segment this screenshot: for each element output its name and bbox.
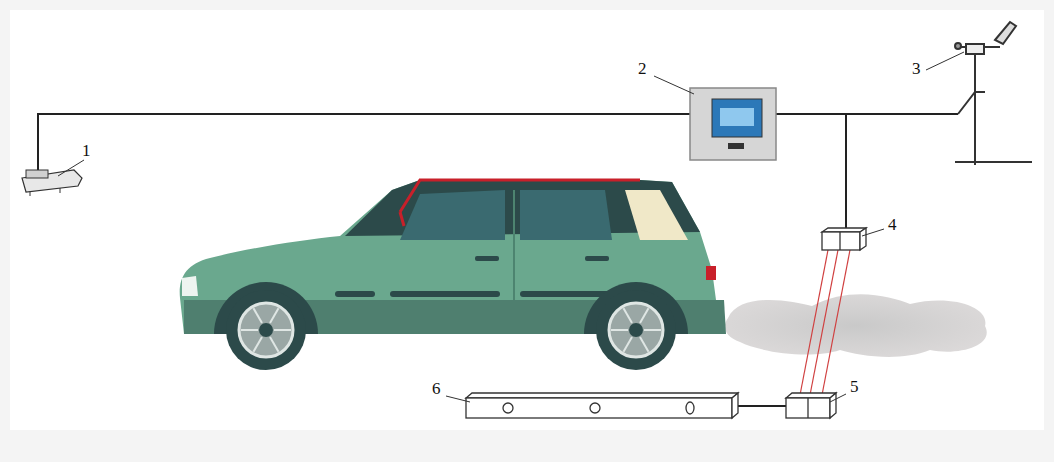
wheel-spoke	[644, 329, 661, 331]
speed-sensor-bar	[466, 393, 738, 418]
laser-emitter	[822, 228, 866, 250]
callout-number: 3	[910, 60, 923, 77]
wheel-spoke	[640, 337, 649, 352]
laser-beam	[800, 250, 850, 395]
wheel-spoke	[624, 337, 633, 352]
callout-number: 6	[430, 380, 443, 397]
camera	[22, 170, 82, 196]
wheel-spoke	[624, 308, 633, 323]
panel	[10, 10, 1044, 430]
callout-number: 4	[886, 216, 899, 233]
wheel-spoke	[274, 329, 291, 331]
weather-station	[955, 22, 1032, 165]
leader-line	[58, 52, 964, 402]
wheel-spoke	[640, 308, 649, 323]
wheel-spoke	[611, 329, 628, 331]
wheel-spoke	[241, 329, 258, 331]
control-unit	[690, 88, 776, 160]
car	[180, 180, 726, 370]
wheel-spoke	[270, 337, 279, 352]
laser-receiver	[786, 393, 836, 418]
callout-number: 1	[80, 142, 93, 159]
wheel-spoke	[254, 337, 263, 352]
callout-number: 5	[848, 378, 861, 395]
exhaust-plume	[725, 294, 987, 357]
callout-number: 2	[636, 60, 649, 77]
signal-wire	[38, 114, 958, 406]
wheel-spoke	[254, 308, 263, 323]
wheel-spoke	[270, 308, 279, 323]
